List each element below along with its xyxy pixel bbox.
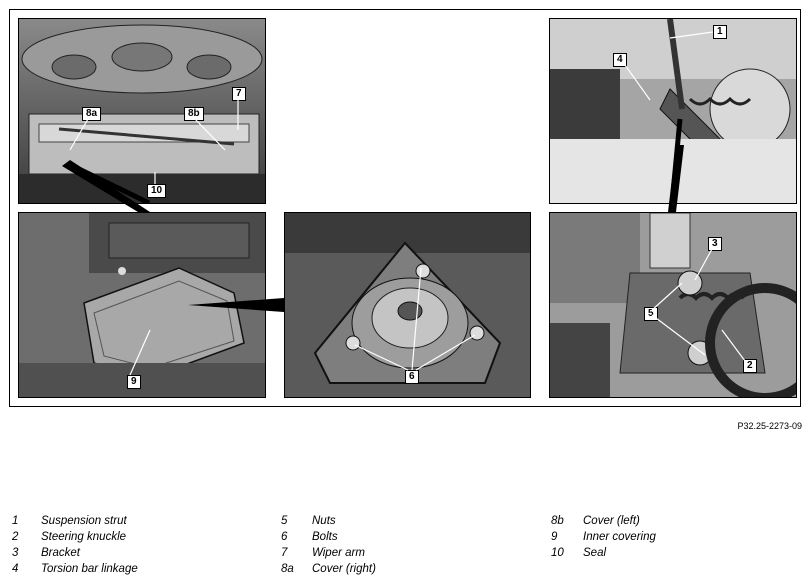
legend: 1 Suspension strut 2 Steering knuckle 3 Bra… xyxy=(0,513,812,577)
legend-label: Nuts xyxy=(312,515,336,527)
legend-number: 2 xyxy=(12,531,19,543)
photo-inner-covering xyxy=(18,212,266,398)
legend-number: 10 xyxy=(551,547,564,559)
legend-number: 8a xyxy=(281,563,294,575)
legend-item: 8b Cover (left) xyxy=(551,513,801,529)
legend-label: Cover (left) xyxy=(583,515,640,527)
callout-5: 5 xyxy=(644,307,658,321)
legend-column-2: 5 Nuts 6 Bolts 7 Wiper arm 8a Cover (right) xyxy=(281,513,541,577)
callout-8a: 8a xyxy=(82,107,102,121)
legend-item: 7 Wiper arm xyxy=(281,545,541,561)
legend-label: Wiper arm xyxy=(312,547,365,559)
photo-suspension-strut xyxy=(549,18,797,204)
legend-number: 3 xyxy=(12,547,19,559)
legend-column-1: 1 Suspension strut 2 Steering knuckle 3 Bra… xyxy=(12,513,272,577)
legend-item: 5 Nuts xyxy=(281,513,541,529)
legend-column-3: 8b Cover (left) 9 Inner covering 10 Seal xyxy=(551,513,801,561)
legend-item: 2 Steering knuckle xyxy=(12,529,272,545)
legend-number: 9 xyxy=(551,531,558,543)
callout-2: 2 xyxy=(743,359,757,373)
legend-item: 9 Inner covering xyxy=(551,529,801,545)
photo-cowl-panel xyxy=(18,18,266,204)
legend-label: Bolts xyxy=(312,531,338,543)
callout-10: 10 xyxy=(147,184,167,198)
legend-number: 6 xyxy=(281,531,288,543)
legend-number: 8b xyxy=(551,515,564,527)
callout-1: 1 xyxy=(713,25,727,39)
legend-item: 10 Seal xyxy=(551,545,801,561)
legend-number: 7 xyxy=(281,547,288,559)
legend-label: Seal xyxy=(583,547,607,559)
legend-item: 6 Bolts xyxy=(281,529,541,545)
legend-item: 4 Torsion bar linkage xyxy=(12,561,272,577)
callout-3: 3 xyxy=(708,237,722,251)
legend-label: Steering knuckle xyxy=(41,531,127,543)
legend-item: 8a Cover (right) xyxy=(281,561,541,577)
legend-item: 3 Bracket xyxy=(12,545,272,561)
callout-7: 7 xyxy=(232,87,246,101)
legend-label: Bracket xyxy=(41,547,80,559)
callout-9: 9 xyxy=(127,375,141,389)
legend-number: 1 xyxy=(12,515,19,527)
legend-label: Torsion bar linkage xyxy=(41,563,138,575)
figure-code: P32.25-2273-09 xyxy=(737,421,802,431)
legend-number: 5 xyxy=(281,515,288,527)
legend-label: Inner covering xyxy=(583,531,656,543)
callout-6: 6 xyxy=(405,370,419,384)
legend-label: Cover (right) xyxy=(312,563,376,575)
photo-torsion-bar-linkage xyxy=(549,212,797,398)
callout-4: 4 xyxy=(613,53,627,67)
legend-label: Suspension strut xyxy=(41,515,127,527)
callout-8b: 8b xyxy=(184,107,204,121)
legend-item: 1 Suspension strut xyxy=(12,513,272,529)
legend-number: 4 xyxy=(12,563,19,575)
